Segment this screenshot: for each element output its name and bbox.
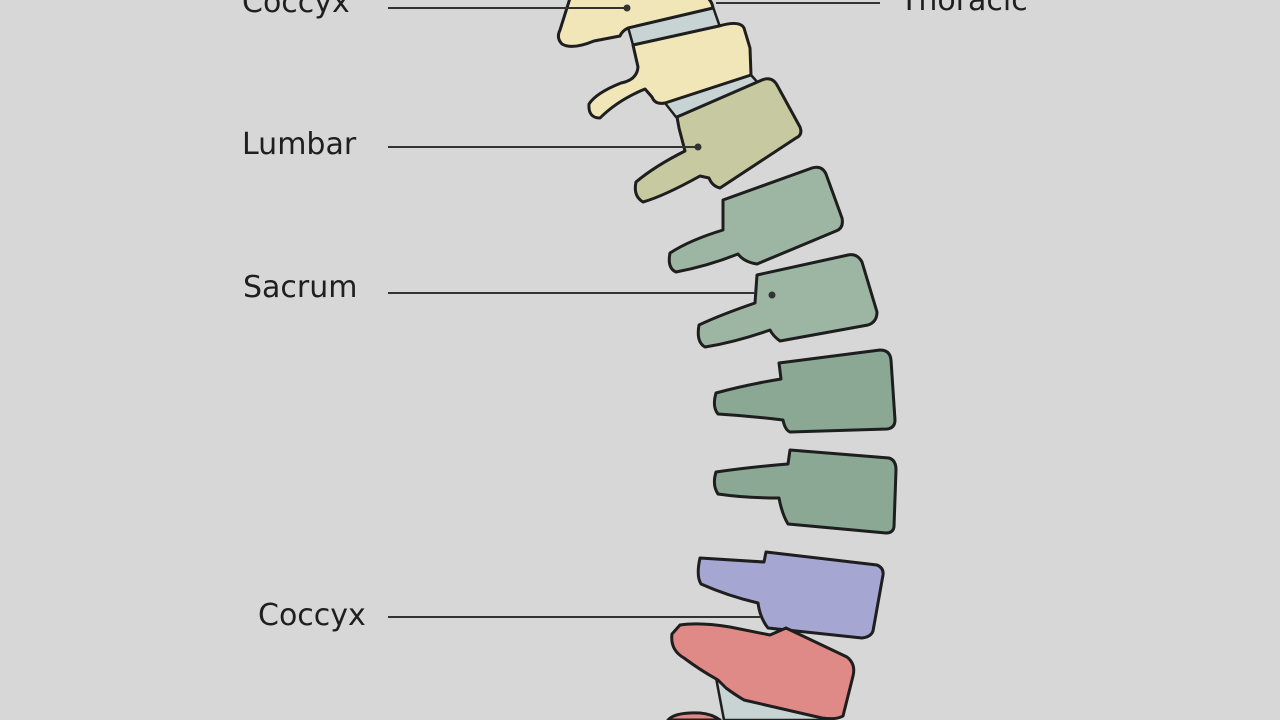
vertebra	[712, 348, 897, 434]
vertebra	[556, 0, 715, 48]
leader-dot	[768, 291, 776, 299]
leader-dot	[623, 4, 631, 12]
vertebra	[587, 21, 753, 120]
vertebra	[670, 622, 856, 720]
label-coccyx-top: Coccyx	[242, 0, 350, 20]
leader-dot	[694, 143, 702, 151]
vertebra	[667, 165, 844, 274]
vertebra	[633, 77, 803, 204]
vertebra	[712, 448, 898, 535]
label-thoracic: Thoracic	[900, 0, 1028, 18]
leader-lines	[388, 2, 880, 618]
vertebra	[696, 550, 885, 640]
label-lumbar: Lumbar	[242, 127, 357, 162]
vertebra	[696, 253, 879, 349]
vertebrae	[556, 0, 898, 720]
label-coccyx: Coccyx	[258, 598, 366, 633]
vertebra	[666, 711, 722, 720]
label-sacrum: Sacrum	[243, 270, 358, 305]
